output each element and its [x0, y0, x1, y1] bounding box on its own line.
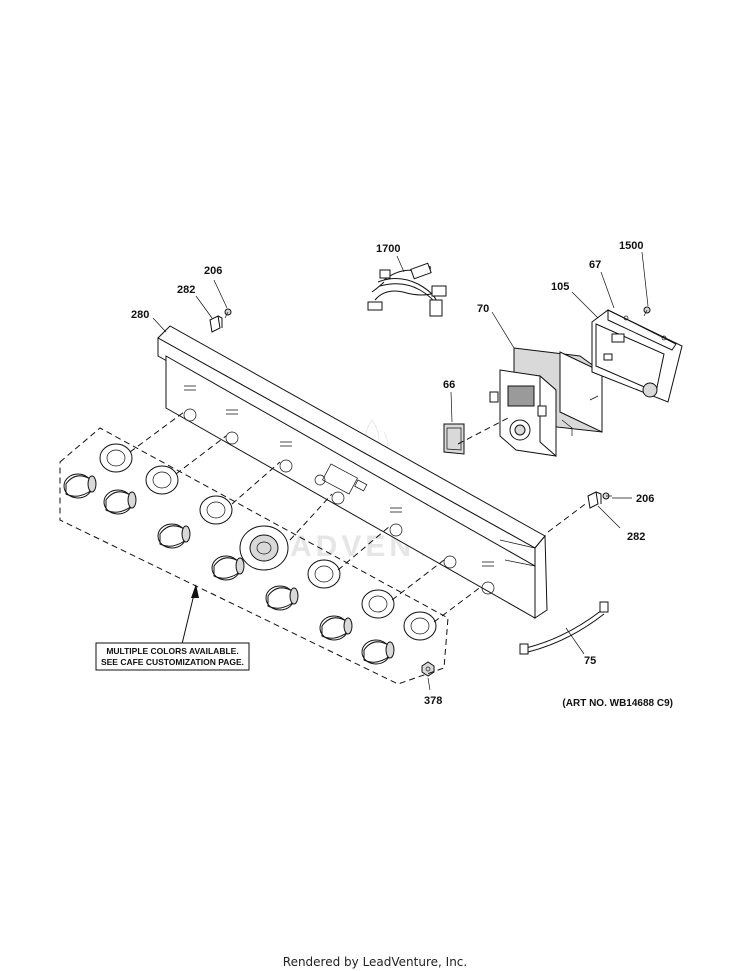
bracket-282-right[interactable]	[587, 491, 602, 509]
callout-206-right: 206	[636, 493, 654, 505]
callout-1500: 1500	[619, 240, 643, 252]
screw-206-right[interactable]	[602, 492, 612, 500]
knob[interactable]	[103, 489, 137, 515]
callout-105: 105	[551, 281, 569, 293]
control-panel-280[interactable]	[157, 325, 548, 619]
knob-group	[59, 427, 449, 685]
knobs[interactable]	[63, 473, 395, 665]
note-box: MULTIPLE COLORS AVAILABLE. SEE CAFE CUST…	[95, 642, 250, 671]
screw-206-top[interactable]	[224, 308, 232, 319]
wire-harness-1700[interactable]	[367, 262, 447, 317]
callout-66: 66	[443, 379, 455, 391]
callout-282-right: 282	[627, 531, 645, 543]
callout-378: 378	[424, 695, 442, 707]
bracket-67[interactable]	[607, 309, 677, 351]
knob[interactable]	[211, 555, 245, 581]
bracket-282-top[interactable]	[209, 315, 223, 333]
leader-lines	[129, 251, 649, 691]
callout-labels: 1700 1500 206 282 280 67 105 70 66 206 2…	[131, 240, 654, 707]
bezel-rings[interactable]	[99, 443, 437, 641]
callout-206-top: 206	[204, 265, 222, 277]
screw-1500[interactable]	[643, 306, 651, 317]
note-line-1: MULTIPLE COLORS AVAILABLE.	[106, 646, 238, 656]
knob[interactable]	[361, 639, 395, 665]
callout-67: 67	[589, 259, 601, 271]
panel-knob-holes	[183, 385, 495, 595]
knob[interactable]	[63, 473, 97, 499]
note-line-2: SEE CAFE CUSTOMIZATION PAGE.	[101, 657, 244, 667]
knob[interactable]	[319, 615, 353, 641]
harness-75[interactable]	[519, 601, 609, 655]
footer-credit: Rendered by LeadVenture, Inc.	[283, 955, 467, 969]
callout-75: 75	[584, 655, 596, 667]
control-board-70[interactable]	[489, 347, 603, 458]
callout-280: 280	[131, 309, 149, 321]
callout-282-top: 282	[177, 284, 195, 296]
overlay-66[interactable]	[443, 423, 465, 455]
callout-70: 70	[477, 303, 489, 315]
circuit-board-105[interactable]	[591, 309, 683, 403]
knob[interactable]	[265, 585, 299, 611]
knob[interactable]	[157, 523, 191, 549]
callout-1700: 1700	[376, 243, 400, 255]
nut-378[interactable]	[421, 661, 435, 677]
art-number: (ART NO. WB14688 C9)	[562, 698, 673, 709]
